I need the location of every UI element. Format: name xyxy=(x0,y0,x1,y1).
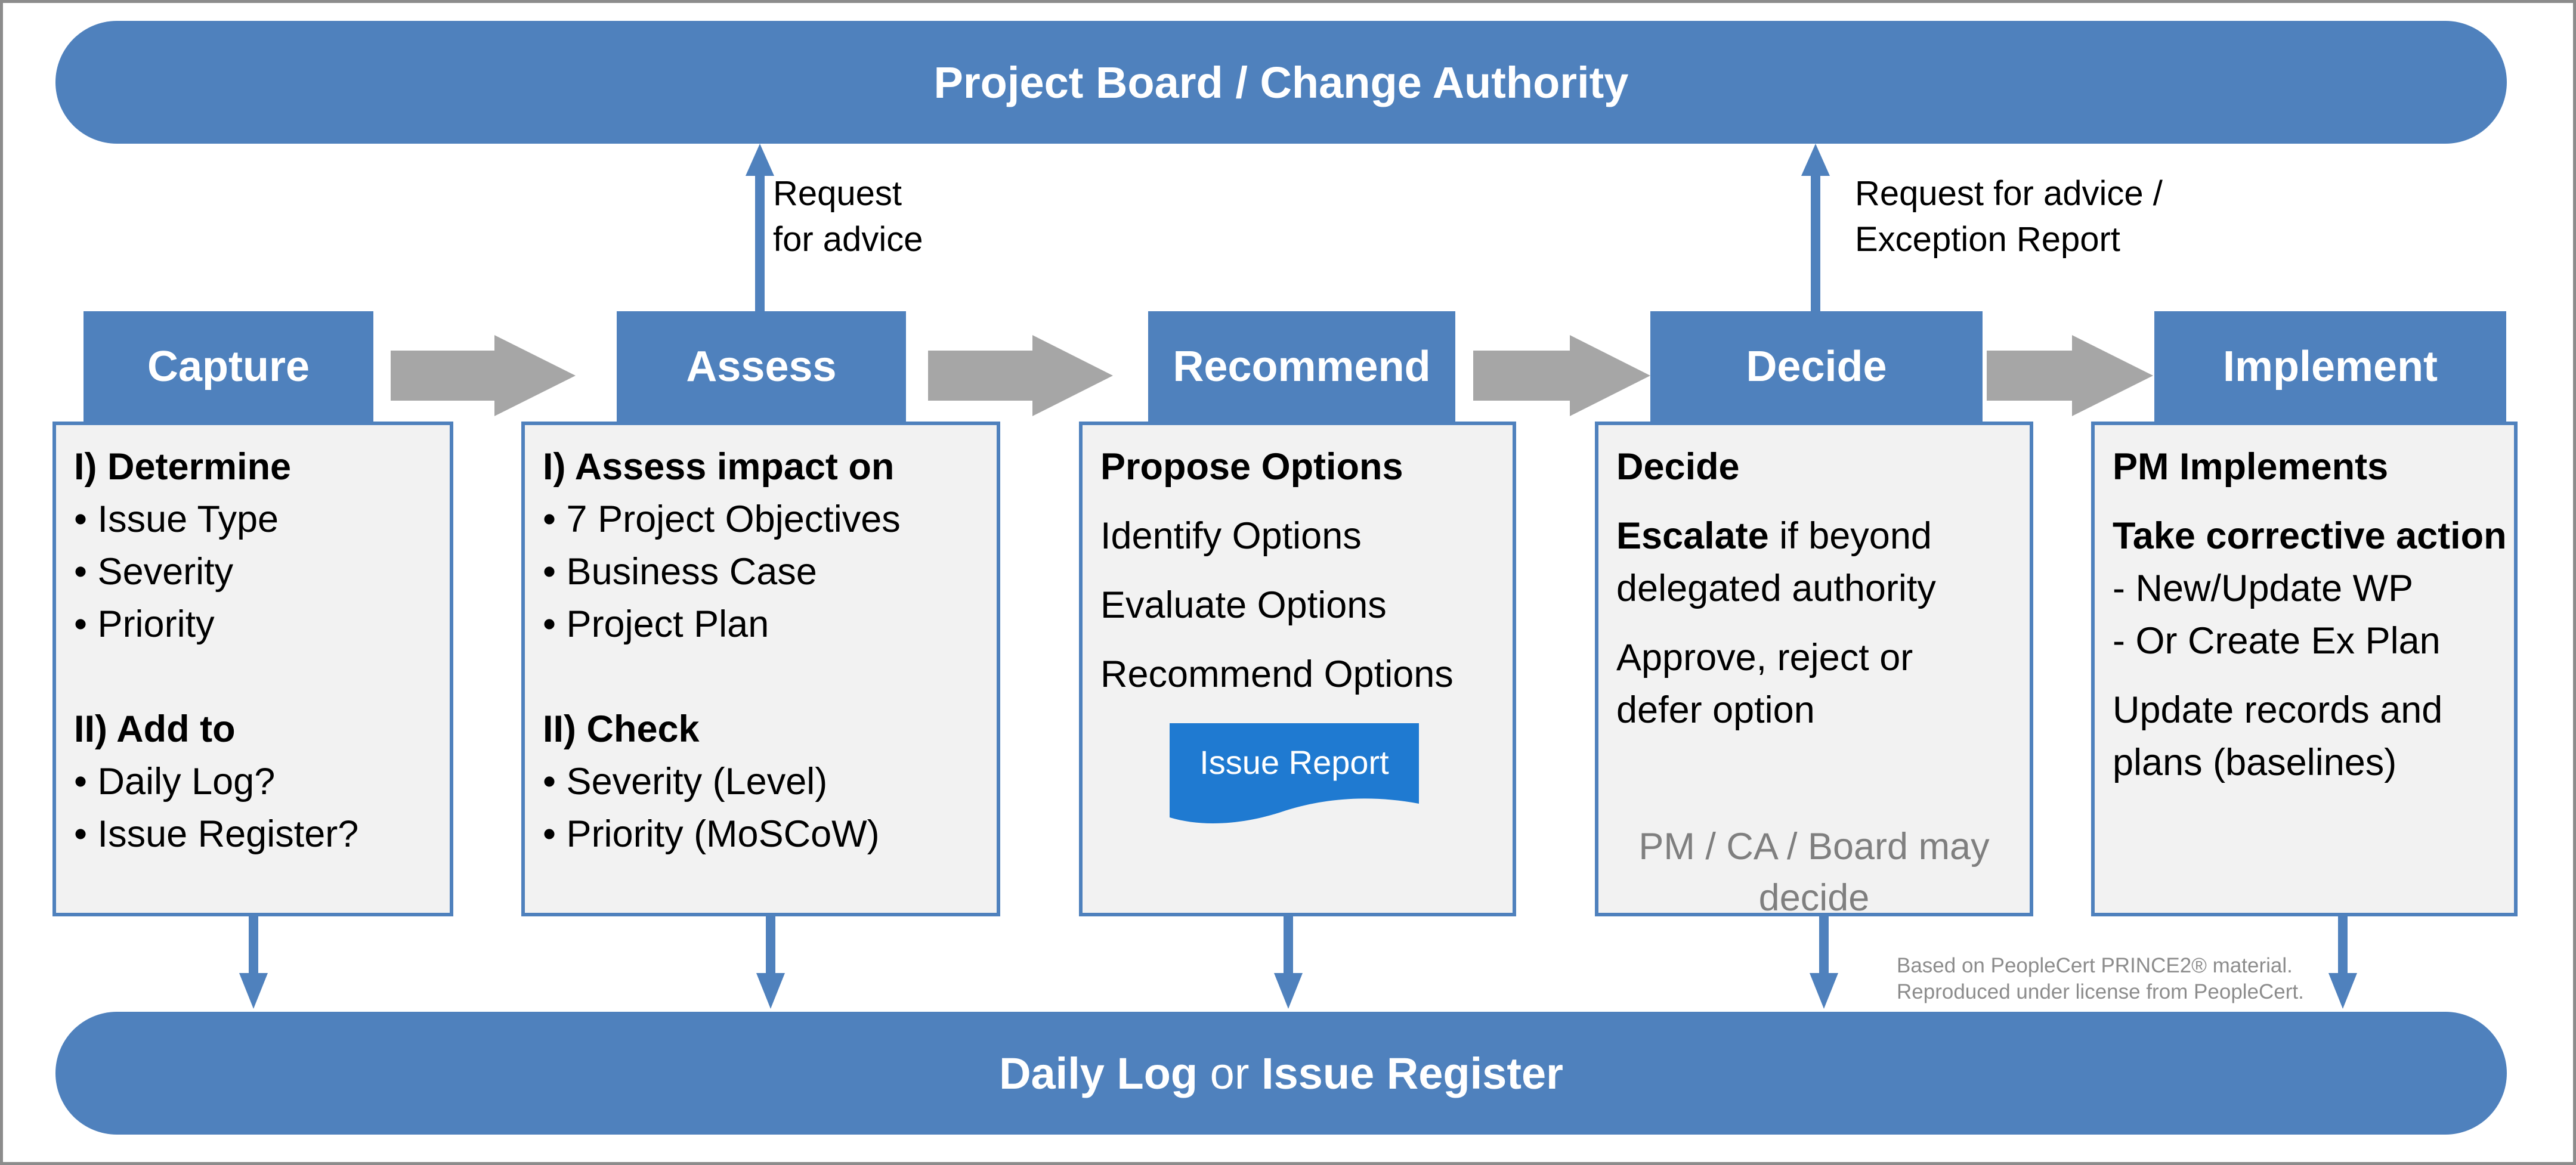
exception-note-line2: Exception Report xyxy=(1855,220,2120,259)
spacer xyxy=(74,650,432,703)
recommend-item: Evaluate Options xyxy=(1100,584,1387,626)
escalate-keyword: Escalate xyxy=(1616,515,1769,557)
exception-report-note: Request for advice / Exception Report xyxy=(1855,171,2163,262)
decide-heading: Decide xyxy=(1616,446,1740,488)
daily-log-label: Daily Log xyxy=(999,1048,1198,1098)
spacer xyxy=(543,650,979,703)
capture-heading-determine: I) Determine xyxy=(74,446,292,488)
flow-arrow-capture-assess xyxy=(391,335,576,416)
assess-item: • Severity (Level) xyxy=(543,761,828,803)
project-board-label: Project Board / Change Authority xyxy=(933,57,1629,107)
stage-title-capture: Capture xyxy=(147,342,310,391)
flow-arrow-recommend-decide xyxy=(1473,335,1650,416)
recommend-item: Recommend Options xyxy=(1100,653,1454,695)
escalate-rest: if beyond xyxy=(1768,515,1932,557)
flow-arrow-decide-implement xyxy=(1987,335,2153,416)
implement-item: - New/Update WP xyxy=(2113,568,2414,609)
arrow-down-implement-head xyxy=(2328,973,2357,1009)
approve-line1: Approve, reject or xyxy=(1616,637,1913,678)
stage-title-recommend: Recommend xyxy=(1173,342,1431,391)
request-advice-line2: for advice xyxy=(773,220,923,259)
issue-report-document-icon: Issue Report xyxy=(1170,723,1419,826)
arrow-down-assess-shaft xyxy=(766,916,775,976)
capture-item: • Priority xyxy=(74,603,215,645)
request-advice-line1: Request xyxy=(773,174,902,213)
daily-log-band: Daily Log or Issue Register xyxy=(55,1012,2507,1135)
escalate-line: Escalate if beyond xyxy=(1616,510,2012,562)
decide-box: Decide Escalate if beyond delegated auth… xyxy=(1595,422,2033,919)
escalate-line2: delegated authority xyxy=(1616,568,1936,609)
implement-subheading: Take corrective action xyxy=(2113,515,2507,557)
issue-register-label: Issue Register xyxy=(1261,1048,1563,1098)
project-board-band: Project Board / Change Authority xyxy=(55,21,2507,144)
capture-item: • Daily Log? xyxy=(74,761,276,803)
stage-tab-implement: Implement xyxy=(2154,311,2506,422)
capture-item: • Severity xyxy=(74,551,234,593)
arrow-down-recommend-head xyxy=(1274,973,1303,1009)
approve-line2: defer option xyxy=(1616,689,1815,731)
arrow-up-decide-head xyxy=(1801,144,1830,176)
recommend-heading: Propose Options xyxy=(1100,446,1403,488)
stage-title-implement: Implement xyxy=(2222,342,2438,391)
stage-tab-recommend: Recommend xyxy=(1148,311,1455,422)
implement-item: - Or Create Ex Plan xyxy=(2113,620,2441,662)
stage-tab-decide: Decide xyxy=(1650,311,1983,422)
assess-item: • 7 Project Objectives xyxy=(543,498,901,540)
arrow-down-decide-head xyxy=(1810,973,1838,1009)
issue-report-label: Issue Report xyxy=(1199,743,1389,781)
arrow-down-capture-shaft xyxy=(249,916,258,976)
assess-box: I) Assess impact on • 7 Project Objectiv… xyxy=(521,422,1000,916)
capture-item: • Issue Register? xyxy=(74,813,359,855)
decide-authority-note: PM / CA / Board may decide xyxy=(1638,826,1990,919)
capture-box: I) Determine • Issue Type • Severity • P… xyxy=(52,422,453,916)
exception-note-line1: Request for advice / xyxy=(1855,174,2163,213)
recommend-item: Identify Options xyxy=(1100,515,1362,557)
implement-update-line1: Update records and xyxy=(2113,689,2443,731)
or-label: or xyxy=(1198,1048,1262,1098)
assess-heading-impact: I) Assess impact on xyxy=(543,446,895,488)
arrow-down-recommend-shaft xyxy=(1284,916,1293,976)
capture-heading-add-to: II) Add to xyxy=(74,708,236,750)
implement-box: PM Implements Take corrective action - N… xyxy=(2091,422,2518,916)
credit-line1: Based on PeopleCert PRINCE2® material. xyxy=(1897,954,2293,977)
assess-item: • Business Case xyxy=(543,551,817,593)
arrow-down-decide-shaft xyxy=(1819,916,1829,976)
recommend-box: Propose Options Identify Options Evaluat… xyxy=(1079,422,1516,916)
arrow-down-implement-shaft xyxy=(2338,916,2348,976)
arrow-up-assess-head xyxy=(746,144,774,176)
stage-tab-capture: Capture xyxy=(84,311,373,422)
implement-update-line2: plans (baselines) xyxy=(2113,742,2397,783)
arrow-up-decide-shaft xyxy=(1811,173,1820,311)
assess-heading-check: II) Check xyxy=(543,708,700,750)
stage-title-decide: Decide xyxy=(1746,342,1887,391)
stage-title-assess: Assess xyxy=(686,342,837,391)
implement-heading: PM Implements xyxy=(2113,446,2389,488)
assess-item: • Priority (MoSCoW) xyxy=(543,813,880,855)
assess-item: • Project Plan xyxy=(543,603,769,645)
arrow-up-assess-shaft xyxy=(755,173,765,311)
request-advice-note: Request for advice xyxy=(773,171,923,262)
arrow-down-assess-head xyxy=(756,973,785,1009)
document-shape xyxy=(1170,723,1419,824)
capture-item: • Issue Type xyxy=(74,498,279,540)
license-credit: Based on PeopleCert PRINCE2® material. R… xyxy=(1897,953,2304,1005)
credit-line2: Reproduced under license from PeopleCert… xyxy=(1897,980,2304,1003)
stage-tab-assess: Assess xyxy=(617,311,906,422)
flow-arrow-assess-recommend xyxy=(928,335,1113,416)
arrow-down-capture-head xyxy=(239,973,268,1009)
